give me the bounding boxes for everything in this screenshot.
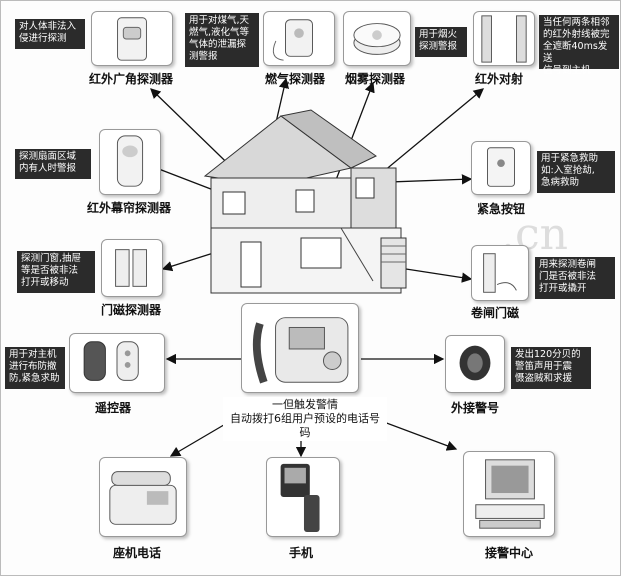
smoke-note: 用于烟火 探测警报 bbox=[415, 27, 467, 57]
gas-detector-image bbox=[263, 11, 335, 66]
gas-note: 用于对煤气,天 燃气,液化气等 气体的泄漏探 测警报 bbox=[185, 13, 259, 67]
alarm-center-label: 接警中心 bbox=[485, 546, 534, 560]
pir-wide-note: 对人体非法入 侵进行探测 bbox=[15, 19, 85, 49]
mobile-image bbox=[266, 457, 340, 537]
alarm-host-image bbox=[241, 303, 359, 393]
curtain-detector-image bbox=[99, 129, 161, 195]
smoke-label: 烟雾探测器 bbox=[345, 72, 406, 86]
pir-wide-image bbox=[91, 11, 173, 66]
host-caption-line1: 一但触发警情 bbox=[272, 398, 338, 411]
beam-note: 当任何两条相邻 的红外射线被完 全遮断40ms发送 信号到主机 bbox=[539, 15, 619, 76]
pir-wide-label: 红外广角探测器 bbox=[89, 72, 174, 86]
gas-label: 燃气探测器 bbox=[265, 72, 326, 86]
siren-note: 发出120分贝的 警笛声用于震 慑盗贼和求援 bbox=[511, 347, 591, 389]
panic-label: 紧急按钮 bbox=[477, 202, 526, 216]
curtain-label: 红外幕帘探测器 bbox=[87, 201, 172, 215]
smoke-detector-image bbox=[343, 11, 411, 66]
remote-image bbox=[69, 333, 165, 393]
panic-note: 用于紧急救助 如:入室抢劫, 急病救助 bbox=[537, 151, 615, 193]
remote-note: 用于对主机 进行布防撤 防,紧急求助 bbox=[5, 347, 65, 389]
remote-label: 遥控器 bbox=[95, 401, 132, 415]
door-label: 门磁探测器 bbox=[101, 303, 162, 317]
curtain-note: 探测扇面区域 内有人时警报 bbox=[15, 149, 91, 179]
mobile-label: 手机 bbox=[289, 546, 314, 560]
panic-button-image bbox=[471, 141, 531, 195]
door-sensor-image bbox=[101, 239, 163, 297]
arrow-smoke bbox=[330, 81, 375, 194]
beam-sensor-image bbox=[473, 11, 535, 66]
shutter-sensor-image bbox=[471, 245, 529, 301]
siren-label: 外接警号 bbox=[451, 401, 500, 415]
house-illustration bbox=[201, 106, 419, 306]
beam-label: 红外对射 bbox=[475, 72, 524, 86]
landline-image bbox=[99, 457, 187, 537]
shutter-label: 卷闸门磁 bbox=[471, 306, 520, 320]
landline-label: 座机电话 bbox=[113, 546, 162, 560]
arrow-shutter bbox=[405, 268, 473, 283]
host-caption-line2: 自动拨打6组用户预设的电话号码 bbox=[230, 412, 380, 439]
siren-image bbox=[445, 335, 505, 393]
shutter-note: 用来探测卷闸 门是否被非法 打开或撬开 bbox=[535, 257, 615, 299]
alarm-center-image bbox=[463, 451, 555, 537]
host-caption: 一但触发警情 自动拨打6组用户预设的电话号码 bbox=[223, 397, 387, 441]
door-note: 探测门窗,抽屉 等是否被非法 打开或移动 bbox=[17, 251, 95, 293]
